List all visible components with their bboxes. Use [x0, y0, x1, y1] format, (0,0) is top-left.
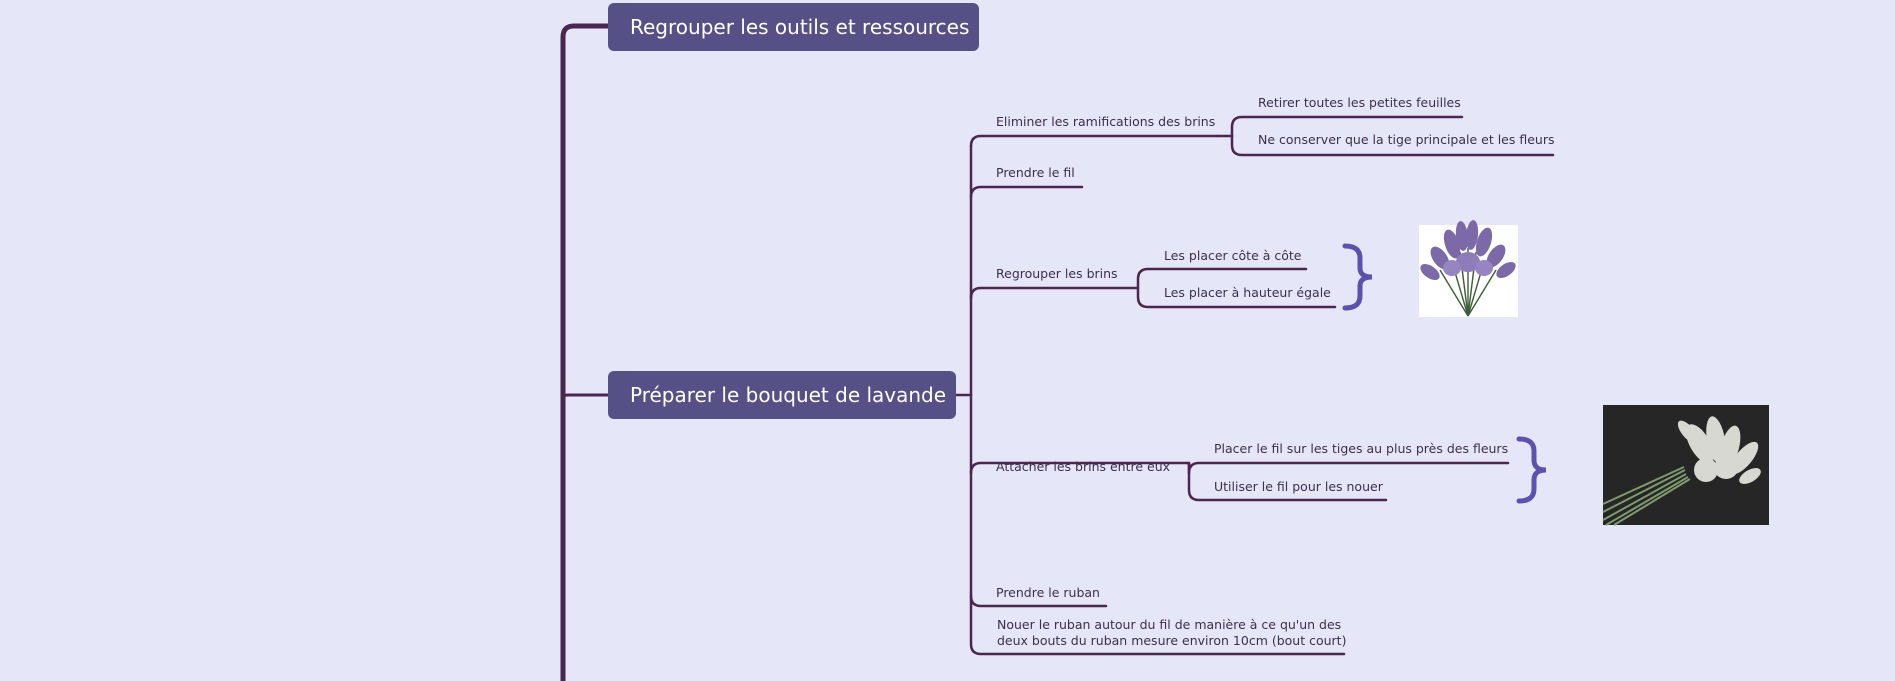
lavender-bouquet-photo [1419, 220, 1518, 317]
line-attach-child-1 [1185, 461, 1510, 475]
line-group-child-2 [1136, 286, 1337, 309]
branch-take-ribbon[interactable]: Prendre le ruban [996, 585, 1100, 600]
line-take-wire [969, 185, 1084, 199]
tied-lavender-bundle-photo [1602, 405, 1769, 526]
line-attach-child-2 [1187, 461, 1388, 502]
line-attach [969, 461, 1189, 475]
branch-group-child-2[interactable]: Les placer à hauteur égale [1164, 285, 1331, 300]
branch-take-wire[interactable]: Prendre le fil [996, 165, 1075, 180]
topic-bouquet[interactable]: Préparer le bouquet de lavande [608, 371, 956, 419]
trunk-branch-bouquet [561, 393, 610, 400]
branch-eliminate[interactable]: Eliminer les ramifications des brins [996, 114, 1216, 129]
trunk-line [560, 23, 611, 681]
branch-eliminate-child-2[interactable]: Ne conserver que la tige principale et l… [1258, 132, 1555, 147]
branch-tie-ribbon[interactable]: Nouer le ruban autour du fil de manière … [997, 617, 1347, 648]
branch-eliminate-child-1[interactable]: Retirer toutes les petites feuilles [1258, 95, 1461, 110]
line-group [969, 286, 1139, 300]
branch-spine [969, 144, 1346, 656]
line-eliminate-child-1 [1230, 115, 1464, 138]
branch-attach-child-1[interactable]: Placer le fil sur les tiges au plus près… [1214, 441, 1509, 456]
branch-group-child-1[interactable]: Les placer côte à côte [1164, 248, 1302, 263]
line-group-child-1 [1135, 267, 1308, 290]
branch-group[interactable]: Regrouper les brins [996, 266, 1118, 281]
topic-tools[interactable]: Regrouper les outils et ressources [608, 3, 979, 51]
line-take-ribbon [969, 594, 1108, 608]
branch-attach-child-2[interactable]: Utiliser le fil pour les nouer [1214, 479, 1383, 494]
branch-attach[interactable]: Attacher les brins entre eux [996, 459, 1171, 474]
brace-icon [1342, 243, 1373, 311]
brace-icon [1516, 436, 1547, 504]
line-eliminate [969, 134, 1220, 148]
line-eliminate-child-2 [1230, 134, 1555, 157]
